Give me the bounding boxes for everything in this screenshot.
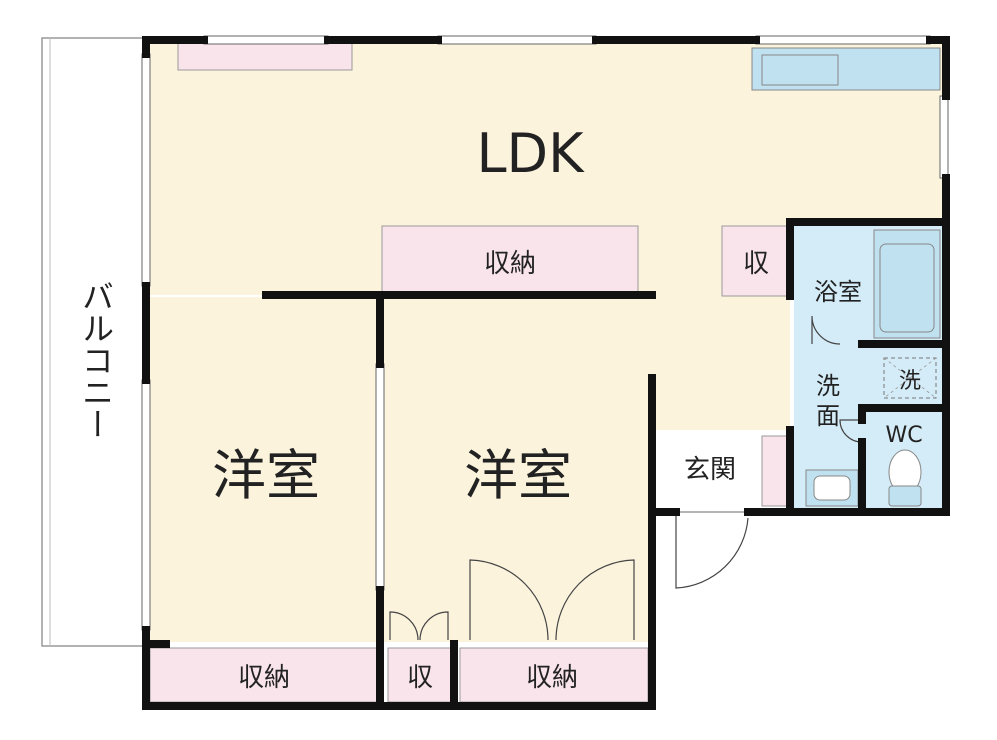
left-room-floor: [148, 297, 380, 642]
ldk-closet: [381, 225, 639, 295]
room-label-washroom-2: 面: [816, 402, 840, 430]
kitchen-sink-icon: [761, 54, 839, 86]
room-label-balcony: バルコニー: [77, 280, 115, 440]
room-label-western-right: 洋室: [464, 444, 572, 507]
room-label-entrance: 玄関: [684, 455, 736, 485]
storage-label-bottom-left: 収納: [238, 663, 290, 693]
bottom-right-closet: [459, 647, 649, 703]
room-label-western-left: 洋室: [212, 444, 320, 507]
storage-label-bottom-right: 収納: [526, 663, 578, 693]
room-label-washroom-1: 洗: [816, 372, 840, 400]
door-swing-icon: [389, 315, 863, 641]
room-label-bathroom: 浴室: [814, 278, 862, 306]
room-label-washer: 洗: [899, 369, 921, 394]
kitchen-counter: [751, 47, 941, 91]
balcony-area: [41, 37, 147, 647]
toilet-icon: [888, 449, 922, 507]
bathtub-icon: [873, 229, 941, 339]
top-shelf: [177, 41, 353, 71]
bottom-left-closet: [149, 647, 379, 703]
washer-space-icon: [883, 357, 937, 399]
shoe-closet: [761, 435, 789, 507]
room-label-toilet: WC: [885, 423, 922, 448]
room-label-ldk: LDK: [476, 122, 585, 185]
right-room-floor: [384, 297, 648, 642]
storage-label-ldk-closet: 収納: [484, 249, 536, 279]
storage-label-ldk-small: 収: [743, 249, 769, 279]
storage-label-bottom-middle: 収: [407, 663, 433, 693]
walls: [142, 36, 950, 710]
ldk-small-closet: [721, 225, 791, 297]
